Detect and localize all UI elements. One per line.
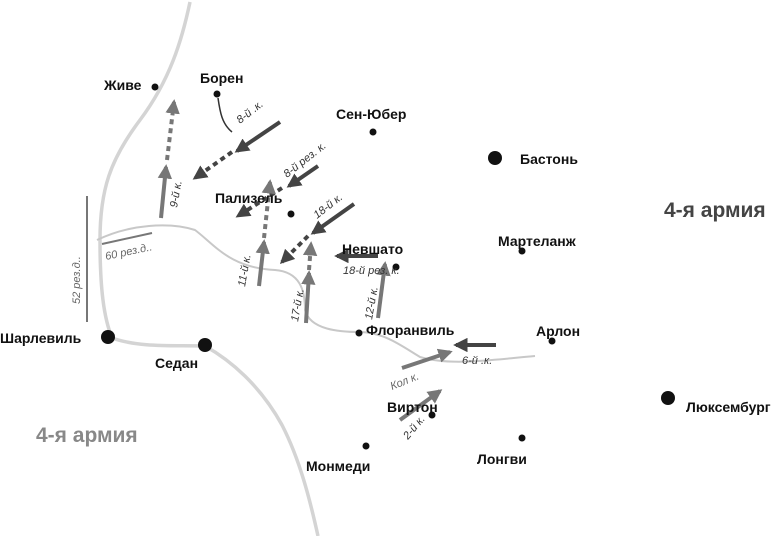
label-monmedi: Монмеди — [306, 458, 370, 474]
label-boren: Борен — [200, 70, 243, 86]
label-unit-52-res-div: 52 рез.д.. — [71, 256, 83, 304]
arrow-8-res-corps — [286, 164, 320, 188]
marker-palizel — [287, 210, 295, 218]
label-virton: Виртон — [387, 399, 438, 415]
label-nevshato: Невшато — [342, 241, 403, 257]
arrow-17-corps — [301, 270, 316, 324]
marker-baston — [488, 151, 502, 165]
boren-curve — [217, 97, 233, 133]
marker-nevshato — [392, 263, 400, 271]
marker-luxemburg — [661, 391, 675, 405]
marker-zhive — [151, 83, 159, 91]
label-unit-11-corps: 11-й к. — [236, 253, 253, 287]
label-sen-juber: Сен-Юбер — [336, 106, 406, 122]
arrow-9-corps — [157, 164, 173, 219]
arrow-dash-17-corps — [302, 241, 318, 271]
label-longvi: Лонгви — [477, 451, 527, 467]
marker-martelanzh — [518, 247, 526, 255]
label-sedan: Седан — [155, 355, 198, 371]
arrow-18-corps — [310, 202, 356, 235]
marker-sen-juber — [369, 128, 377, 136]
label-arlon: Арлон — [536, 323, 580, 339]
marker-arlon — [548, 337, 556, 345]
arrow-12-corps — [376, 261, 391, 319]
marker-virton — [428, 411, 436, 419]
arrow-dash-18-corps — [279, 234, 310, 265]
label-unit-9-corps: 9-й к. — [168, 180, 185, 209]
marker-longvi — [518, 434, 526, 442]
label-zhive: Живе — [103, 77, 142, 93]
arrow-dash-9-corps — [165, 99, 180, 161]
arrow-2-corps — [398, 389, 443, 422]
label-martelanzh: Мартеланж — [498, 233, 577, 249]
marker-monmedi — [362, 442, 370, 450]
label-unit-60-res-div: 60 рез.д.. — [104, 241, 153, 263]
arrow-dash-8-corps — [192, 150, 234, 180]
label-4th-army-east: 4-я армия — [664, 199, 766, 222]
label-palizel: Пализель — [215, 190, 283, 206]
label-unit-18-corps: 18-й к. — [311, 191, 345, 221]
label-unit-17-corps: 17-й к. — [289, 288, 307, 323]
label-unit-col-corps: Кол к. — [389, 370, 421, 392]
label-unit-8-corps: 8-й .к. — [234, 98, 265, 126]
label-luxemburg: Люксембург — [686, 399, 771, 415]
label-baston: Бастонь — [520, 151, 578, 167]
arrow-dash-11-corps — [261, 179, 276, 239]
label-floranvil: Флоранвиль — [366, 322, 455, 338]
marker-sedan — [198, 338, 212, 352]
marker-boren — [213, 90, 221, 98]
line-60-res-div — [101, 232, 153, 245]
arrow-8-corps — [234, 120, 282, 153]
marker-sharlevil — [101, 330, 115, 344]
front-line — [96, 224, 536, 363]
label-4th-army-west: 4-я армия — [36, 424, 138, 447]
label-unit-6-corps: 6-й .к. — [462, 355, 492, 367]
marker-floranvil — [355, 329, 363, 337]
arrow-col-corps — [401, 348, 453, 370]
arrow-11-corps — [255, 239, 270, 287]
label-unit-18-res-corps: 18-й рез. к. — [343, 265, 400, 277]
label-unit-12-corps: 12-й к. — [363, 286, 381, 321]
label-sharlevil: Шарлевиль — [0, 330, 82, 346]
